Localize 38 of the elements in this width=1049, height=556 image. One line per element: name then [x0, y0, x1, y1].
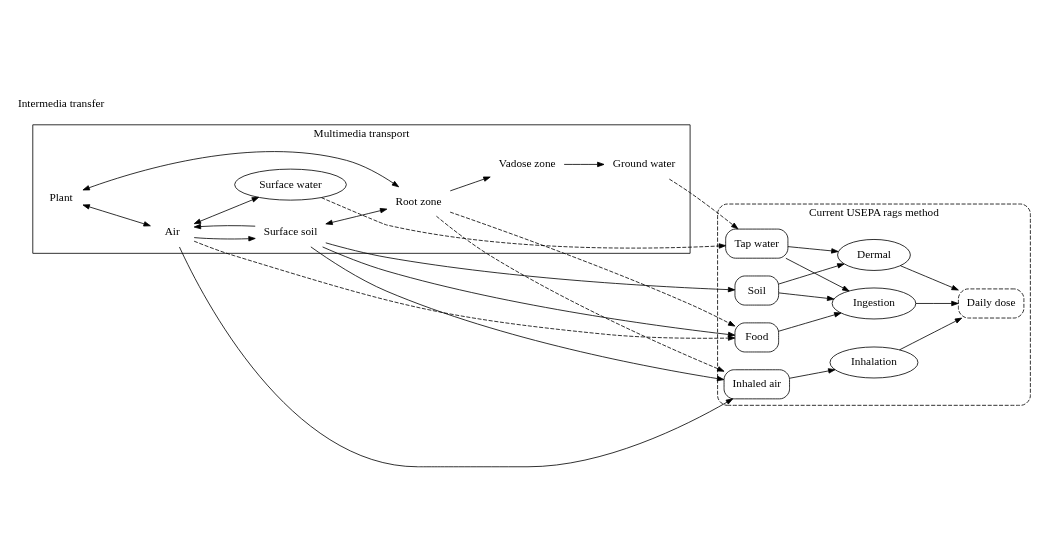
arrow	[449, 176, 491, 192]
arrow	[193, 223, 256, 230]
node-box: Daily dose	[958, 288, 1025, 319]
label: Intermedia transfer	[17, 96, 105, 109]
arrow	[82, 151, 400, 191]
arrow	[193, 196, 260, 225]
arrow	[449, 211, 736, 327]
node-text: Ground water	[612, 157, 676, 170]
arrow	[778, 312, 842, 332]
node-text: Root zone	[395, 194, 442, 207]
arrow	[436, 215, 725, 372]
arrow	[82, 204, 151, 227]
arrow	[778, 292, 835, 301]
arrow	[563, 161, 605, 168]
arrow	[325, 242, 736, 293]
arrow	[322, 246, 736, 338]
arrow	[320, 197, 726, 249]
node-text: Air	[164, 225, 180, 238]
arrow	[778, 263, 845, 285]
arrow	[915, 300, 959, 307]
arrow	[789, 368, 836, 379]
node-box: Tap water	[725, 228, 789, 259]
arrow	[179, 246, 734, 468]
arrow	[787, 246, 839, 254]
node-box: Inhaled air	[723, 369, 790, 400]
arrow	[900, 265, 959, 291]
node-text: Plant	[49, 191, 73, 204]
arrow	[668, 178, 739, 230]
arrow	[310, 246, 725, 382]
node-box: Food	[734, 322, 780, 353]
arrow	[193, 240, 736, 341]
node-text: Vadose zone	[498, 157, 556, 170]
arrow	[325, 208, 388, 225]
arrow	[899, 317, 963, 351]
arrow	[785, 257, 850, 292]
arrow	[193, 236, 256, 242]
node-box: Soil	[734, 275, 780, 306]
node-text: Surface soil	[263, 225, 318, 238]
